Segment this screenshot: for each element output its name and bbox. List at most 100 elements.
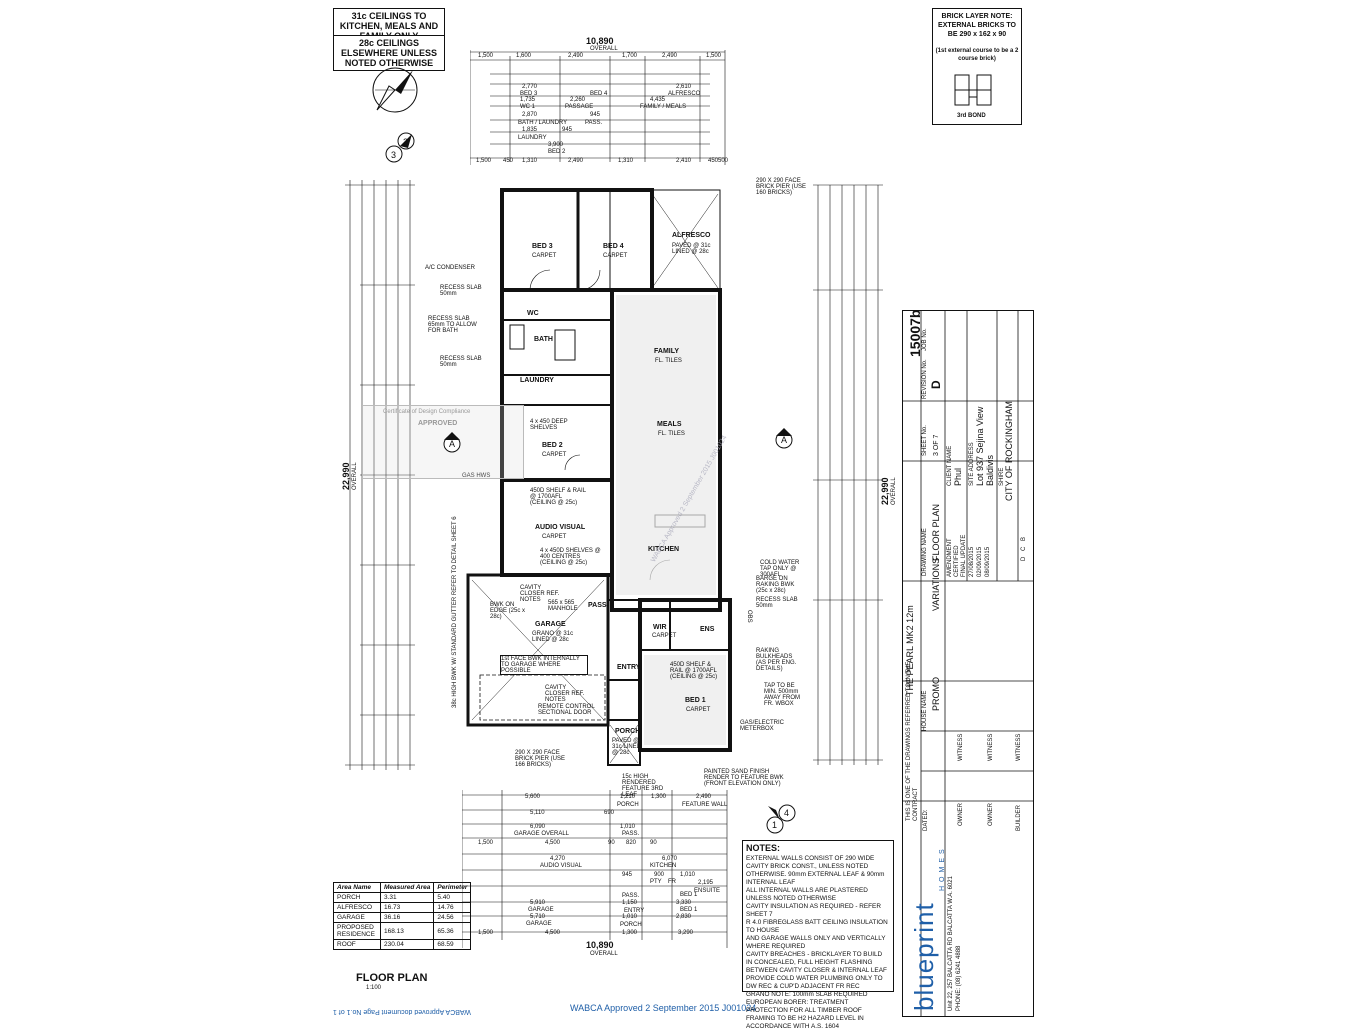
callout-face-bwk: 1st FACE BWK INTERNALLY TO GARAGE WHERE … — [500, 655, 588, 675]
marker-2-label: 2 — [403, 137, 409, 147]
top-label-bed4: BED 4 — [590, 91, 608, 97]
bdim-r1-1: 5,600 — [525, 794, 541, 800]
marker-4-label: 4 — [784, 808, 790, 818]
brick-note-title: BRICK LAYER NOTE: EXTERNAL BRICKS TO BE … — [938, 13, 1016, 38]
tb-drawing-label: DRAWING NAME — [922, 528, 928, 576]
brand-phone: PHONE: (08) 6241 4888 — [956, 945, 962, 1011]
brick-bond-icon — [954, 74, 992, 106]
note-line: EUROPEAN BORER: TREATMENT PROTECTION FOR… — [746, 999, 864, 1030]
callout-cold-water: COLD WATER TAP ONLY @ 300AFL — [760, 560, 800, 578]
room-audio-visual-sub: CARPET — [542, 534, 567, 540]
tb-revision-label: REVISION No. — [922, 359, 928, 399]
tb-rev-code-2: C — [1021, 546, 1027, 551]
note-line: ALL INTERNAL WALLS ARE PLASTERED UNLESS … — [746, 887, 868, 902]
callout-bulkheads: RAKING BULKHEADS (AS PER ENG. DETAILS) — [756, 648, 797, 672]
room-bed1: BED 1 — [685, 697, 706, 704]
table-row: GARAGE 36.16 24.56 — [333, 912, 472, 923]
bdim-r4-3: 90 — [608, 840, 615, 846]
room-audio-visual: AUDIO VISUAL — [535, 524, 586, 531]
bdim-r9-1: 1,500 — [478, 930, 494, 936]
room-bath: BATH — [534, 336, 553, 343]
stamp-approved: APPROVED — [418, 420, 458, 427]
top-value-3: 1,735 — [520, 97, 536, 103]
plan-scale: 1:100 — [366, 985, 382, 991]
callout-meterbox: GAS/ELECTRIC METERBOX — [740, 720, 785, 732]
tb-site-address: Lot 937 Sejina View — [975, 406, 985, 486]
room-bed4: BED 4 — [603, 243, 624, 250]
top-dimension-lines — [470, 50, 726, 165]
top-bottom-dim-7: 450 — [708, 158, 719, 164]
bdim-r6-2: 900 — [654, 872, 665, 878]
bdim-r7-1: 5,910 — [530, 900, 546, 906]
floor-plan-drawing — [466, 188, 732, 766]
bdim-r3-l2: PASS. — [622, 831, 640, 837]
brick-note-body: (1st external course to be a 2 course br… — [935, 48, 1019, 62]
overall-height-right: 22,990 — [880, 477, 890, 505]
bdim-r5-1: 4,270 — [550, 856, 566, 862]
tb-rev-date-1: 27/08/2015 — [969, 546, 975, 577]
tb-witness-2: WITNESS — [988, 733, 994, 761]
tb-shire: CITY OF ROCKINGHAM — [1004, 401, 1014, 501]
top-value-1: 2,770 — [522, 84, 538, 90]
bdim-r4-1: 1,500 — [478, 840, 494, 846]
tb-dated: DATED: — [923, 809, 929, 831]
note-line: EXTERNAL WALLS CONSIST OF 290 WIDE CAVIT… — [746, 855, 885, 886]
callout-av-shelf: 450D SHELF & RAIL @ 1700AFL (CEILING @ 2… — [530, 488, 586, 506]
tb-job-no: 15007b — [907, 309, 923, 357]
room-family: FAMILY — [654, 348, 680, 355]
room-bed3: BED 3 — [532, 243, 553, 250]
tb-stage: VARIATIONS — [931, 557, 941, 611]
top-value-10: 3,900 — [548, 142, 564, 148]
area-col-measured: Measured Area — [379, 882, 435, 893]
area-table-header: Area Name Measured Area Perimeter — [333, 882, 472, 893]
overall-width-top: 10,890 — [586, 36, 614, 46]
bdim-r6-3: 1,010 — [680, 872, 696, 878]
callout-gas-hws: GAS HWS — [462, 473, 491, 479]
area-name: PROPOSED RESIDENCE — [333, 922, 381, 940]
title-block-grid — [903, 311, 1033, 1016]
tb-rev-code-1: B — [1021, 536, 1027, 541]
tb-rev-desc-1: AMENDMENT — [947, 538, 953, 577]
top-dim-3: 2,490 — [568, 53, 584, 59]
area-measured: 230.04 — [379, 939, 435, 950]
bdim-r7-l3: BED 1 — [680, 907, 698, 913]
room-porch: PORCH — [615, 728, 641, 735]
top-value-4: 2,260 — [570, 97, 586, 103]
table-row: ALFRESCO 16.73 14.76 — [333, 902, 472, 913]
area-name: PORCH — [333, 892, 381, 903]
bdim-r1-4: 2,490 — [696, 794, 712, 800]
tb-rev-desc-3: FINAL UPDATE — [961, 534, 967, 577]
bdim-r8-2: 1,010 — [622, 914, 638, 920]
bdim-r6-4: 2,195 — [698, 880, 714, 886]
callout-bed2-shelves: 4 x 450 DEEP SHELVES — [530, 419, 568, 431]
bdim-r6-l2: FR — [668, 879, 676, 885]
top-bottom-dim-3: 1,310 — [522, 158, 538, 164]
tb-owner-2: OWNER — [988, 803, 994, 826]
tb-rev-date-2: 02/09/2015 — [977, 546, 983, 577]
tb-owner-1: OWNER — [958, 803, 964, 826]
tb-revision: D — [929, 380, 943, 389]
callout-painted-sand: PAINTED SAND FINISH RENDER TO FEATURE BW… — [704, 769, 784, 787]
bdim-r4-2: 4,500 — [545, 840, 561, 846]
top-label-family-meals: FAMILY / MEALS — [640, 104, 687, 110]
section-marker-2-3 — [385, 132, 415, 163]
bdim-r8-1: 5,710 — [530, 914, 546, 920]
area-perimeter: 5.40 — [433, 892, 472, 903]
bdim-r3-l1: GARAGE OVERALL — [514, 831, 570, 837]
brick-note-caption: 3rd BOND — [957, 113, 986, 119]
tb-rev-date-3: 08/09/2015 — [985, 546, 991, 577]
top-label-bed3: BED 3 — [520, 91, 538, 97]
top-bottom-dim-5: 1,310 — [618, 158, 634, 164]
tb-drawing: FLOOR PLAN — [931, 503, 941, 561]
tb-sheet: 3 OF 7 — [933, 434, 940, 456]
room-alfresco: ALFRESCO — [672, 232, 711, 239]
top-dim-1: 1,500 — [478, 53, 494, 59]
bdim-r5-l2: KITCHEN — [650, 863, 677, 869]
callout-bed-shelf: 450D SHELF & RAIL @ 1700AFL (CEILING @ 2… — [670, 662, 718, 680]
brand-logo: blueprint HOMES — [909, 831, 949, 1011]
top-bottom-dim-1: 1,500 — [476, 158, 492, 164]
left-dimension-lines — [345, 180, 415, 770]
section-a-left-label: A — [449, 439, 456, 449]
area-measured: 16.73 — [379, 902, 435, 913]
overall-label-top: OVERALL — [590, 46, 618, 52]
